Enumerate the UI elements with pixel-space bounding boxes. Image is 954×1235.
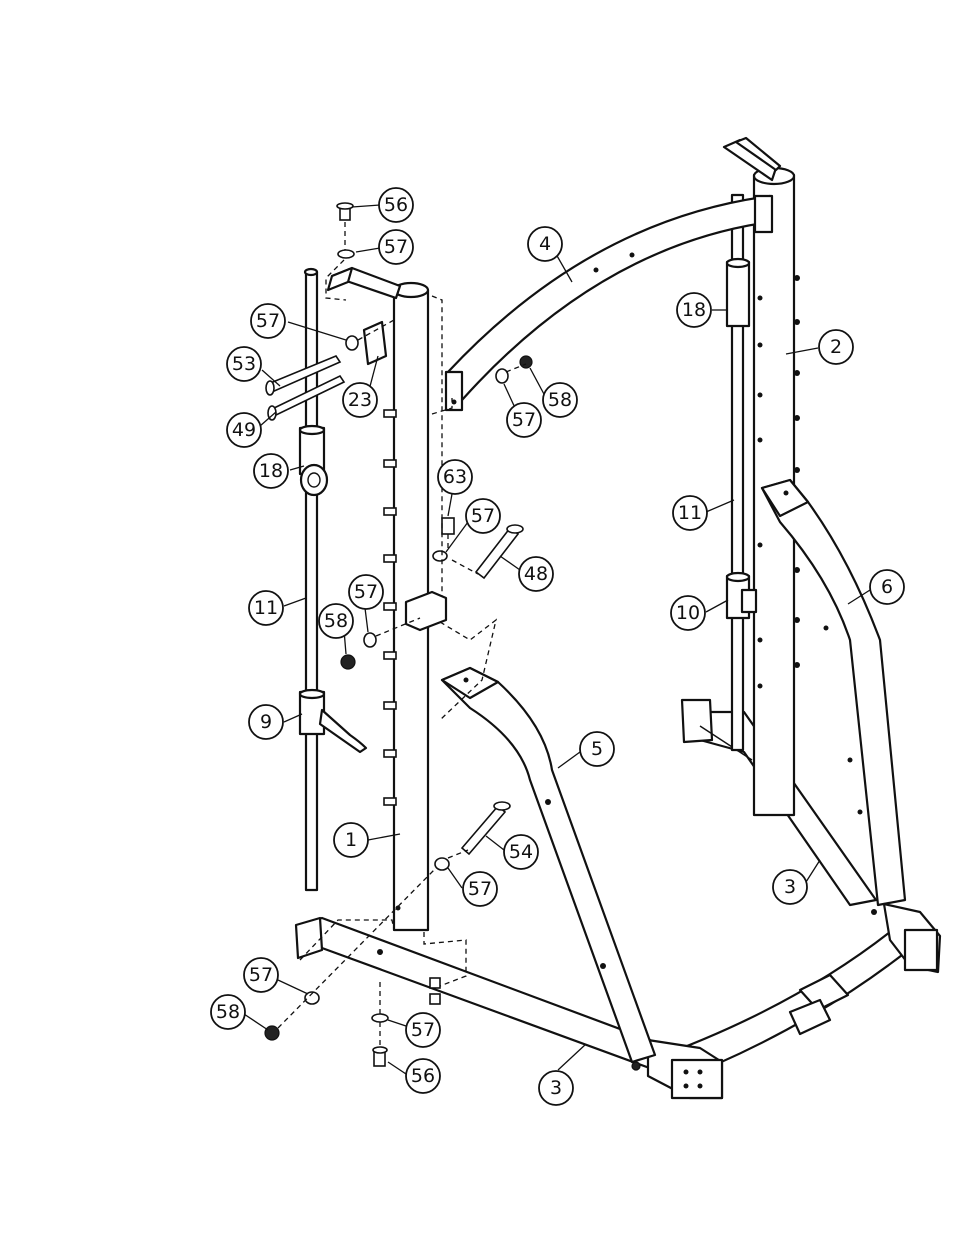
svg-text:49: 49 bbox=[232, 419, 256, 441]
svg-text:56: 56 bbox=[384, 194, 408, 216]
callout-11: 11 bbox=[673, 496, 707, 530]
svg-text:3: 3 bbox=[784, 876, 796, 898]
svg-text:58: 58 bbox=[324, 610, 348, 632]
callout-23: 23 bbox=[343, 383, 377, 417]
callout-1: 1 bbox=[334, 823, 368, 857]
svg-text:57: 57 bbox=[354, 581, 378, 603]
svg-text:4: 4 bbox=[539, 233, 551, 255]
callout-57: 57 bbox=[244, 958, 278, 992]
svg-text:1: 1 bbox=[345, 829, 357, 851]
callout-18: 18 bbox=[254, 454, 288, 488]
svg-text:11: 11 bbox=[678, 502, 702, 524]
callout-10: 10 bbox=[671, 596, 705, 630]
svg-text:2: 2 bbox=[830, 336, 842, 358]
callout-56: 56 bbox=[379, 188, 413, 222]
callout-63: 63 bbox=[438, 460, 472, 494]
svg-text:18: 18 bbox=[259, 460, 283, 482]
callout-58: 58 bbox=[211, 995, 245, 1029]
svg-text:11: 11 bbox=[254, 597, 278, 619]
callout-49: 49 bbox=[227, 413, 261, 447]
svg-text:57: 57 bbox=[468, 878, 492, 900]
svg-text:10: 10 bbox=[676, 602, 700, 624]
svg-text:63: 63 bbox=[443, 466, 467, 488]
svg-text:18: 18 bbox=[682, 299, 706, 321]
callout-11: 11 bbox=[249, 591, 283, 625]
callout-58: 58 bbox=[543, 383, 577, 417]
svg-text:57: 57 bbox=[411, 1019, 435, 1041]
callout-57: 57 bbox=[349, 575, 383, 609]
svg-text:53: 53 bbox=[232, 353, 256, 375]
callout-5: 5 bbox=[580, 732, 614, 766]
svg-text:56: 56 bbox=[411, 1065, 435, 1087]
svg-text:57: 57 bbox=[384, 236, 408, 258]
callout-58: 58 bbox=[319, 604, 353, 638]
callout-57: 57 bbox=[466, 499, 500, 533]
callout-6: 6 bbox=[870, 570, 904, 604]
callout-57: 57 bbox=[507, 403, 541, 437]
svg-text:57: 57 bbox=[256, 310, 280, 332]
callout-4: 4 bbox=[528, 227, 562, 261]
svg-text:5: 5 bbox=[591, 738, 603, 760]
callout-54: 54 bbox=[504, 835, 538, 869]
callout-18: 18 bbox=[677, 293, 711, 327]
svg-text:48: 48 bbox=[524, 563, 548, 585]
svg-text:57: 57 bbox=[249, 964, 273, 986]
callout-3: 3 bbox=[539, 1071, 573, 1105]
callout-57: 57 bbox=[406, 1013, 440, 1047]
callout-53: 53 bbox=[227, 347, 261, 381]
svg-text:57: 57 bbox=[471, 505, 495, 527]
curved-top-arch bbox=[446, 196, 772, 410]
svg-text:3: 3 bbox=[550, 1077, 562, 1099]
svg-text:6: 6 bbox=[881, 576, 893, 598]
callout-57: 57 bbox=[251, 304, 285, 338]
right-guide-rod bbox=[727, 195, 756, 750]
callout-57: 57 bbox=[463, 872, 497, 906]
svg-text:23: 23 bbox=[348, 389, 372, 411]
svg-text:57: 57 bbox=[512, 409, 536, 431]
callout-56: 56 bbox=[406, 1059, 440, 1093]
svg-text:9: 9 bbox=[260, 711, 272, 733]
callout-9: 9 bbox=[249, 705, 283, 739]
callout-48: 48 bbox=[519, 557, 553, 591]
callout-2: 2 bbox=[819, 330, 853, 364]
bracket-plate bbox=[364, 322, 386, 364]
svg-text:58: 58 bbox=[548, 389, 572, 411]
svg-text:58: 58 bbox=[216, 1001, 240, 1023]
front-base-tube bbox=[296, 918, 722, 1098]
callout-57: 57 bbox=[379, 230, 413, 264]
svg-text:54: 54 bbox=[509, 841, 533, 863]
callout-3: 3 bbox=[773, 870, 807, 904]
